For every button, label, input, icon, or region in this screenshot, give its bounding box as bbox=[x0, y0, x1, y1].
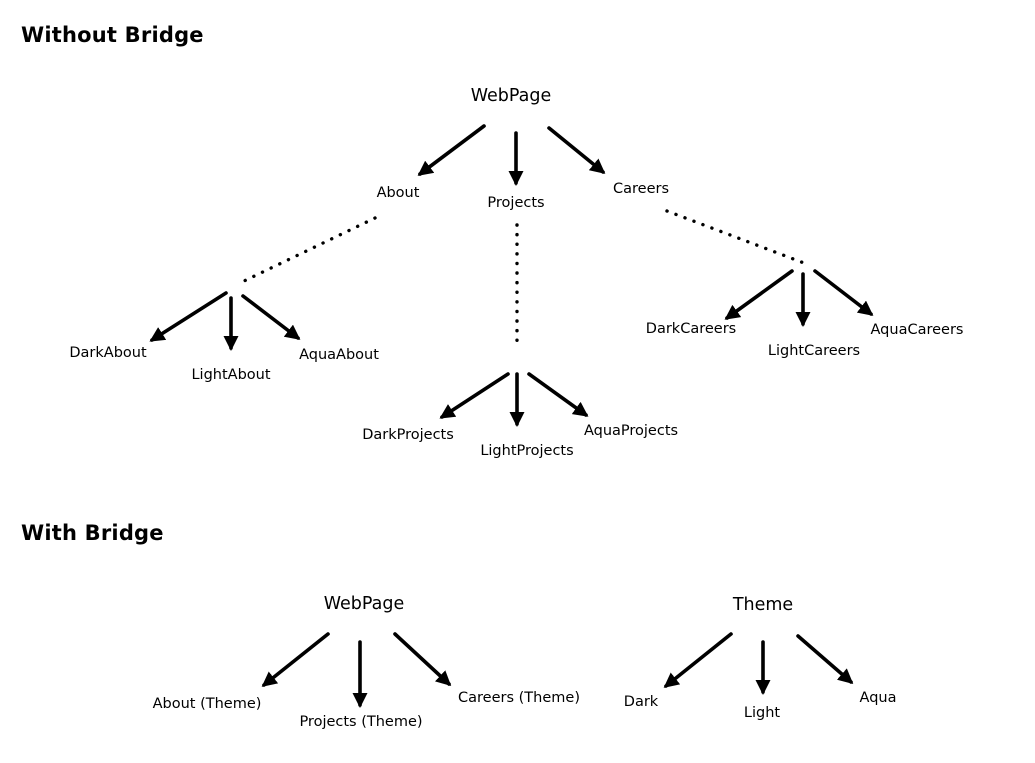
light-theme-node: Light bbox=[743, 705, 781, 721]
dark-about-node: DarkAbout bbox=[69, 345, 147, 361]
with-bridge-heading: With Bridge bbox=[21, 521, 164, 545]
dark-careers-node: DarkCareers bbox=[645, 321, 737, 337]
aqua-projects-node: AquaProjects bbox=[583, 423, 679, 439]
without-bridge-heading: Without Bridge bbox=[21, 23, 204, 47]
arrow-webpage-to-careers bbox=[547, 126, 606, 174]
about-theme-node: About (Theme) bbox=[152, 696, 262, 712]
arrow-webpage-to-about bbox=[417, 124, 486, 176]
aqua-careers-node: AquaCareers bbox=[870, 322, 964, 338]
light-about-node: LightAbout bbox=[191, 367, 271, 383]
careers-node: Careers bbox=[612, 181, 670, 197]
light-careers-node: LightCareers bbox=[767, 343, 861, 359]
arrow-projects-to-dark bbox=[439, 372, 510, 419]
projects-node: Projects bbox=[487, 195, 545, 211]
arrow-about-to-aqua bbox=[241, 294, 301, 340]
arrow-careers-to-aqua bbox=[813, 269, 874, 316]
careers-theme-node: Careers (Theme) bbox=[458, 690, 580, 706]
arrow-careers-to-dark bbox=[724, 269, 794, 320]
arrow-bridge-webpage-to-about bbox=[261, 632, 330, 687]
arrow-bridge-webpage-to-careers bbox=[393, 632, 452, 687]
theme-node: Theme bbox=[732, 595, 794, 615]
light-projects-node: LightProjects bbox=[480, 443, 574, 459]
arrow-projects-to-aqua bbox=[527, 372, 589, 417]
bridge-webpage-node: WebPage bbox=[323, 594, 405, 614]
dark-theme-node: Dark bbox=[623, 694, 659, 710]
dotted-link-careers bbox=[665, 209, 806, 265]
arrow-theme-to-dark bbox=[663, 632, 733, 688]
webpage-node: WebPage bbox=[470, 86, 552, 106]
about-node: About bbox=[376, 185, 420, 201]
aqua-theme-node: Aqua bbox=[859, 690, 897, 706]
projects-theme-node: Projects (Theme) bbox=[299, 714, 423, 730]
arrow-theme-to-aqua bbox=[796, 634, 854, 684]
aqua-about-node: AquaAbout bbox=[299, 347, 379, 363]
arrow-about-to-dark bbox=[149, 291, 228, 342]
dotted-link-about bbox=[240, 216, 377, 284]
dark-projects-node: DarkProjects bbox=[362, 427, 454, 443]
